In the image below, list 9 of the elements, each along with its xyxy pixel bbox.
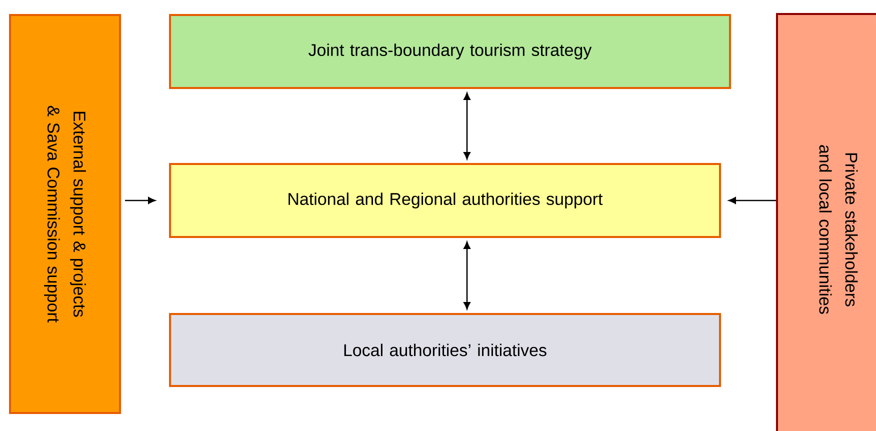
- text-box: National and Regional authorities support: [169, 163, 721, 238]
- arrow: [728, 197, 776, 204]
- text-box: Joint trans-boundary tourism strategy: [169, 14, 731, 89]
- arrow: [464, 92, 470, 160]
- text-box: External support & projects & Sava Commission support: [9, 14, 122, 414]
- text-box: Private stakeholders and local communities: [776, 13, 876, 431]
- arrow: [464, 242, 470, 310]
- text-box: Local authorities’ initiatives: [169, 312, 721, 387]
- arrow: [125, 197, 156, 204]
